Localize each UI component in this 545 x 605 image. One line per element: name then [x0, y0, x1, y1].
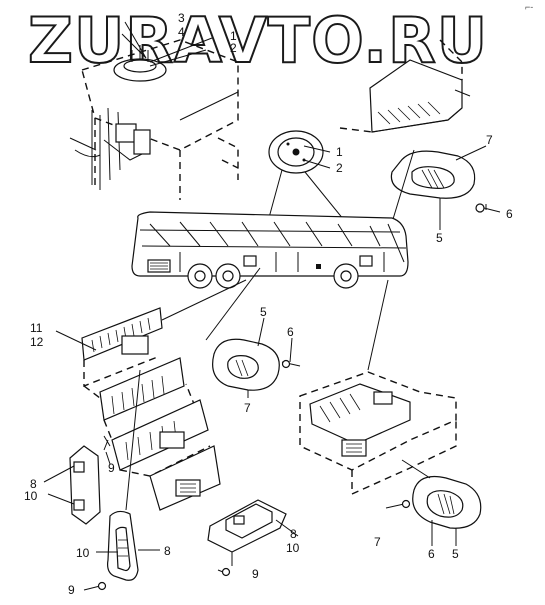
callout-9: 9: [252, 567, 259, 581]
callout-labels: 3 4 1 2 1 2 7 6 5 11 12 5 6 7 8 10 9 10 …: [24, 11, 513, 597]
callout-8: 8: [164, 544, 171, 558]
callout-7: 7: [486, 133, 493, 147]
round-roof-lamp: [257, 130, 379, 263]
callout-8: 8: [290, 527, 297, 541]
rear-corner-module: [299, 371, 457, 496]
callout-5: 5: [436, 231, 443, 245]
callout-12: 12: [30, 335, 44, 349]
callout-6: 6: [428, 547, 435, 561]
callout-6: 6: [287, 325, 294, 339]
callout-7: 7: [244, 401, 251, 415]
bottom-center-lamp: [207, 499, 299, 577]
bottom-right-lamp: [385, 459, 482, 546]
callout-7: 7: [374, 535, 381, 549]
corner-mark: ⌐-: [525, 2, 533, 12]
callout-2: 2: [230, 41, 237, 55]
center-oval-lamp: [212, 317, 301, 398]
callout-3: 3: [178, 11, 185, 25]
callout-5: 5: [260, 305, 267, 319]
callout-1: 1: [336, 145, 343, 159]
callout-4: 4: [178, 25, 185, 39]
callout-10: 10: [76, 546, 90, 560]
callout-6: 6: [506, 207, 513, 221]
callout-5: 5: [452, 547, 459, 561]
callout-1: 1: [230, 29, 237, 43]
coach-bus: [131, 211, 409, 289]
right-oval-lamp: [379, 145, 501, 263]
top-right-module: [339, 39, 471, 133]
callout-2: 2: [336, 161, 343, 175]
bottom-left-lamp: [83, 369, 160, 591]
lower-left-lamp: [43, 435, 111, 525]
callout-9: 9: [68, 583, 75, 597]
watermark: ZURAVTO.RU: [28, 4, 488, 77]
top-left-assembly: [69, 21, 239, 200]
callout-8: 8: [30, 477, 37, 491]
callout-10: 10: [24, 489, 38, 503]
callout-10: 10: [286, 541, 300, 555]
callout-11: 11: [30, 321, 43, 335]
left-panel-assembly: [55, 307, 221, 511]
callout-9: 9: [108, 461, 115, 475]
side-lamp-mount: [243, 255, 257, 267]
